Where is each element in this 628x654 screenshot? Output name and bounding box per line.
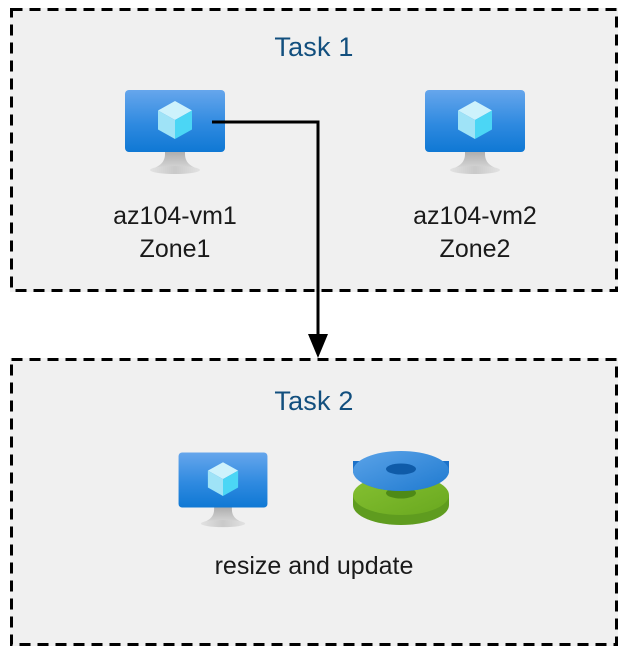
azure-disks-icon[interactable] (349, 448, 453, 532)
task-2-title: Task 2 (274, 386, 354, 416)
node-az104-vm1[interactable]: az104-vm1 Zone1 (65, 86, 285, 265)
azure-virtual-machine-icon (125, 90, 225, 174)
azure-virtual-machine-icon[interactable] (175, 448, 271, 528)
node-label-az104-vm2: az104-vm2 Zone2 (413, 202, 537, 263)
task-2-caption: resize and update (214, 552, 414, 580)
task-1-container: Task 1 (10, 8, 618, 292)
node-label-az104-vm1: az104-vm1 Zone1 (113, 202, 237, 263)
azure-virtual-machine-icon (425, 90, 525, 174)
task-2-container: Task 2 (10, 358, 618, 646)
node-az104-vm2[interactable]: az104-vm2 Zone2 (365, 86, 585, 265)
task-1-title: Task 1 (274, 32, 354, 62)
down-arrow-icon (308, 334, 328, 358)
task-2-icon-row (10, 448, 618, 532)
